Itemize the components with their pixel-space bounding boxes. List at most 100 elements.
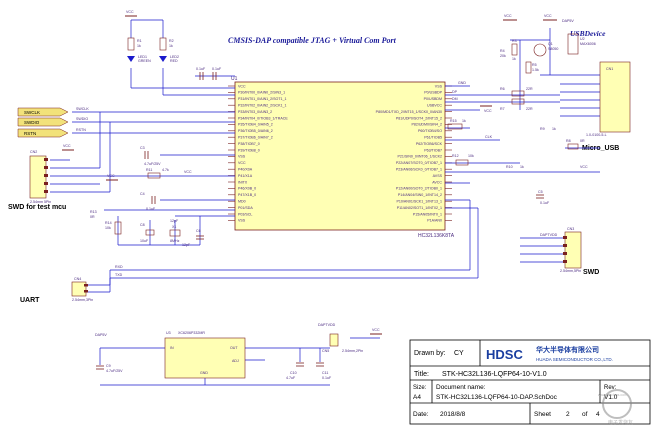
mcu-pin-left: P30/INT00_0/AIN0_2/SIN3_1 (238, 91, 285, 95)
mcu-pin-right: P0/USBDM (424, 97, 442, 101)
c2-val: 0.1uF (212, 67, 222, 71)
right-passives: GND DP DM VCC R15 1k CLK R12 10k C5 0.1u… (447, 81, 588, 205)
mcu-pin-right: AVSS (433, 174, 443, 178)
watermark-logo-icon (602, 389, 632, 419)
r14-ref: R14 (105, 221, 112, 225)
c11-ref: C11 (322, 371, 328, 375)
c8-val: 10uF (140, 239, 149, 243)
r6-ref: R6 (500, 87, 505, 91)
vcc-right: VCC (484, 109, 492, 113)
of-label: of (582, 411, 588, 418)
mcu-pin-left: P36/TIOB5_0/AIN6_2 (238, 129, 273, 133)
r11-ref: R11 (146, 168, 152, 172)
usb-device-title: USBDevice (570, 29, 606, 38)
mcu-part: HC32L136K8TA (418, 233, 455, 239)
cn2-ref: CN2 (30, 150, 37, 154)
net-rstn: RSTN (76, 128, 86, 132)
mcu-pin-right: AVCC (432, 180, 442, 184)
mcu-pin-left: P41/X1A (238, 174, 253, 178)
mcu-pin-left: P39/TIOB8_0 (238, 148, 260, 152)
cn2-header: CN2 2.54mm 5Pin VCC (29, 144, 74, 204)
mcu-pin-left: P40/X0A (238, 168, 253, 172)
r4-ref: R4 (500, 49, 505, 53)
title-block-text: Drawn by: CY HDSC 华大半导体有限公司 HUADA SEMICO… (413, 345, 618, 418)
mcu-pin-right: P11/AN02/SOT1_1/INT02_1 (397, 206, 442, 210)
mcu-pin-right: P10/AN01/SCK1_1/INT13_1 (396, 200, 442, 204)
mcu-pin-left: P32/INT02_0/AIN2_2/SCK1_1 (238, 104, 287, 108)
vcc-left-2: VCC (184, 170, 192, 174)
c10-val: 4.7uF (286, 376, 296, 380)
mcu-pin-right: P82/UDM0/SIN4_2 (411, 123, 442, 127)
r12-val: 10k (468, 154, 474, 158)
net-gnd-r: GND (458, 81, 466, 85)
led1-color: GREEN (138, 59, 151, 63)
cn3-header: CN3 2.54mm,5Pin DAPTVDD (540, 227, 582, 273)
net-daptvdd-swd: DAPTVDD (540, 233, 558, 237)
mcu-pin-right: P21/SIN0_0/INT06_1/SCK2 (397, 155, 442, 159)
r15-ref: R15 (450, 119, 457, 123)
port-swdio-label: SWDIO (24, 120, 40, 125)
mcu-pin-left: P38/TIOB7_0 (238, 142, 260, 146)
size-value: A4 (413, 394, 421, 401)
ldo-out: OUT (230, 346, 238, 350)
ldo-body (164, 337, 246, 379)
rev-label: Rev: (604, 385, 617, 391)
left-passives: C3 4.7uF/25V R11 4.7k C4 0.1uF R14 10k C… (90, 146, 204, 247)
u2-val: MAX6006 (580, 42, 596, 46)
net-swdio: SWDIO (76, 117, 88, 121)
r2-val: 1k (169, 44, 173, 48)
usb-section: VCC VCC R3 1k R5 1.5k Q1 S8050 R4 20k DA… (500, 14, 631, 150)
swd-test-label: SWD for test mcu (8, 204, 66, 211)
cn2-val: 2.54mm 5Pin (30, 200, 51, 204)
c1-val: 0.1uF (196, 67, 206, 71)
mcu-pin-right: P60/TIOB4/SO (418, 129, 442, 133)
vcc-top: VCC (126, 10, 134, 14)
cn5-val: 2.54mm,2Pin (342, 349, 363, 353)
schematic-title: CMSIS-DAP compatible JTAG + Virtual Com … (228, 36, 397, 45)
mcu-body (234, 81, 446, 231)
c9-ref: C9 (106, 364, 111, 368)
size-label: Size: (413, 385, 427, 391)
r5-val: 1.5k (532, 68, 539, 72)
r11-val: 4.7k (162, 168, 169, 172)
mcu-ref: U1 (231, 76, 238, 82)
mcu-pin-left: VCC (238, 84, 246, 88)
mcu-pin-left: VCC (238, 161, 246, 165)
mcu-pin-right: P63/TIOB7 (424, 148, 442, 152)
net-dm: DM (452, 97, 458, 101)
c6-val: 12pF (182, 243, 191, 247)
mcu-pin-right: P1A/AN0 (427, 219, 442, 223)
led1-icon (127, 56, 135, 62)
cn3-val: 2.54mm,5Pin (560, 269, 581, 273)
c11-val: 0.1uF (322, 376, 332, 380)
r10-val: 1k (520, 165, 524, 169)
q1-val: S8050 (548, 47, 558, 51)
mcu-pin-left: VSS (238, 155, 246, 159)
mcu-right-pins: VSSP0/USBDPP0/USBDMUSBVCCP80/MD1/TXD_2/I… (376, 84, 452, 223)
c3-val: 4.7uF/25V (144, 162, 161, 166)
r2-ref: R2 (169, 39, 174, 43)
mcu-pin-left: P31/INT01_0/AIN1_2/SOT1_1 (238, 97, 287, 101)
micro-usb-connector (599, 61, 631, 133)
date-label: Date: (413, 411, 429, 418)
r10-ref: R10 (506, 165, 513, 169)
doc-label: Document name: (436, 384, 486, 391)
mcu-pin-right: P22/AN07/SOT0_0/TIOB7_1 (396, 161, 442, 165)
vcc-ldo: VCC (372, 328, 380, 332)
net-dap5v: DAP5V (562, 19, 574, 23)
cn5-ref: CN5 (322, 349, 329, 353)
mcu-pin-left: P34/INT04_0/TIOB3_1/TRACE (238, 116, 288, 120)
c10-ref: C10 (290, 371, 297, 375)
cn4-uart: CN4 2.54mm,3Pin RXD TXD (71, 265, 123, 302)
c4-ref: C4 (140, 192, 145, 196)
port-swclk (17, 107, 69, 117)
vcc-usb: VCC (504, 14, 512, 18)
mcu-pin-left: P33/INT03_0/AIN3_2 (238, 110, 272, 114)
mcu-pin-right: P12/AN00/SOT0_2/TIOB0_1 (396, 187, 442, 191)
net-clk: CLK (485, 135, 493, 139)
cn4-val: 2.54mm,3Pin (72, 298, 93, 302)
vcc-left: VCC (107, 174, 115, 178)
ldo-in: IN (170, 346, 174, 350)
mcu-pin-left: INITX (238, 180, 248, 184)
